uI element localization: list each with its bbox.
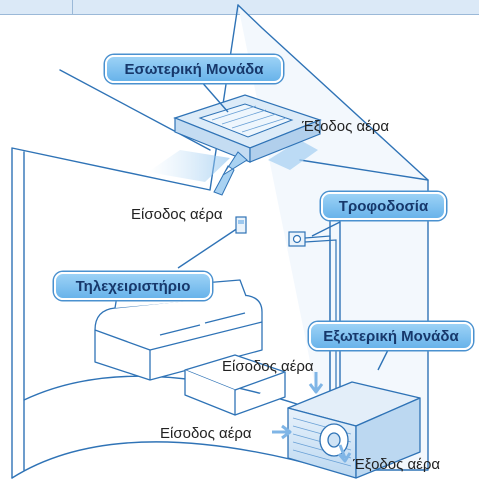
outdoor-outlet-arrow (337, 444, 352, 463)
leader-remote (177, 227, 239, 269)
remote-control-device (235, 216, 247, 234)
back-wall-left-edge (11, 4, 239, 479)
leader-power (311, 221, 341, 237)
coffee-table (184, 354, 286, 416)
label-outdoor-outlet: Έξοδος αέρα (353, 456, 441, 473)
airflow-left (148, 150, 230, 182)
callout-outdoor-unit: Εξωτερική Μονάδα (309, 322, 473, 350)
outdoor-inlet-arrow-side (272, 424, 292, 440)
callout-remote-control: Τηλεχειριστήριο (54, 272, 212, 300)
callout-power-supply: Τροφοδοσία (321, 192, 446, 220)
floor-curve (11, 441, 333, 479)
leader-indoor (199, 79, 229, 113)
indoor-unit-cassette (148, 94, 322, 196)
leader-lines (177, 79, 391, 371)
cassette-grille (198, 103, 294, 138)
inlet-arrow-icon (213, 151, 248, 196)
label-outdoor-inlet-top: Είσοδος αέρα (222, 358, 314, 375)
ceiling-edge-left (59, 69, 211, 151)
cassette-grille-lines (211, 105, 287, 133)
leader-outdoor (377, 345, 391, 371)
label-outdoor-inlet-side: Είσοδος αέρα (160, 425, 252, 442)
cassette-body-right (249, 119, 321, 163)
outdoor-unit (272, 372, 421, 479)
outdoor-inlet-arrow-top (308, 372, 324, 394)
callout-indoor-unit: Εσωτερική Μονάδα (105, 55, 283, 83)
label-indoor-inlet: Είσοδος αέρα (131, 206, 223, 223)
ceiling-edge-right (299, 159, 429, 181)
label-indoor-outlet: Έξοδος αέρα (302, 118, 390, 135)
airflow-right (268, 140, 318, 170)
header-divider (72, 0, 73, 14)
